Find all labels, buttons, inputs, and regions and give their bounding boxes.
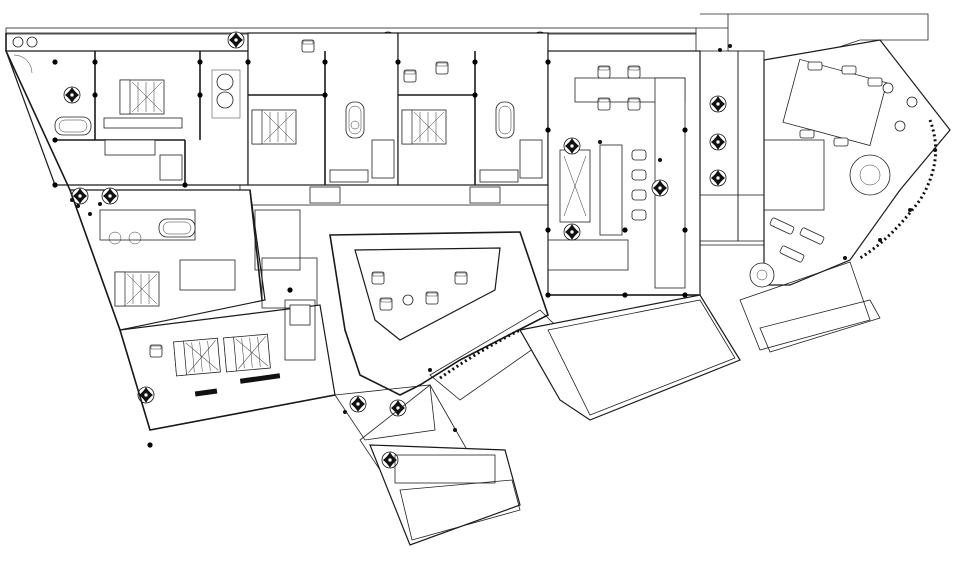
bathtub-icon — [345, 101, 365, 139]
armchair-icon — [371, 271, 385, 285]
bathtub-icon — [495, 101, 515, 139]
plant-icon — [227, 31, 245, 49]
master-suite — [5, 50, 249, 186]
lower-left-suite — [69, 187, 318, 331]
site-outline — [5, 13, 728, 431]
structural-columns — [52, 59, 688, 448]
foliage — [70, 44, 937, 432]
bed-icon — [251, 109, 297, 145]
plant-icon — [563, 223, 581, 241]
plant-icon — [709, 169, 727, 187]
south-courtyard — [519, 294, 741, 421]
deck-terrace — [727, 13, 951, 353]
stool-icon — [597, 97, 611, 111]
plant-icon — [381, 451, 399, 469]
armchair-icon — [379, 297, 393, 311]
guest-room-2 — [397, 32, 549, 186]
armchair-icon — [301, 39, 315, 53]
armchair-icon — [454, 271, 468, 285]
stool-icon — [627, 97, 641, 111]
bathtub-icon — [54, 116, 92, 136]
bed-icon — [114, 271, 160, 307]
plant-icon — [651, 179, 669, 197]
kitchen-bar — [547, 50, 701, 296]
bed-icon — [223, 333, 271, 373]
central-lounge — [329, 231, 549, 396]
plant-icon — [389, 399, 407, 417]
bed-icon — [119, 79, 165, 115]
corridor-strip — [239, 184, 549, 206]
plant-icon — [63, 86, 81, 104]
planter-strip — [699, 50, 765, 246]
plant-icon — [349, 395, 367, 413]
plant-icon — [849, 154, 891, 196]
armchair-icon — [435, 61, 449, 75]
bed-icon — [173, 337, 221, 377]
armchair-icon — [403, 69, 417, 83]
entry-ramp — [334, 384, 436, 441]
twin-bedroom — [119, 299, 336, 431]
stool-icon — [597, 65, 611, 79]
plant-icon — [101, 187, 119, 205]
bed-icon — [401, 109, 447, 145]
bathtub-icon — [158, 218, 196, 238]
plant-icon — [563, 137, 581, 155]
armchair-icon — [425, 291, 439, 305]
sink-icon — [104, 139, 156, 156]
guest-room-1 — [247, 32, 399, 186]
stool-icon — [627, 65, 641, 79]
plant-icon — [709, 95, 727, 113]
toilet-icon — [289, 304, 311, 326]
plant-icon — [709, 133, 727, 151]
armchair-icon — [149, 344, 163, 358]
pool-area — [369, 444, 521, 546]
